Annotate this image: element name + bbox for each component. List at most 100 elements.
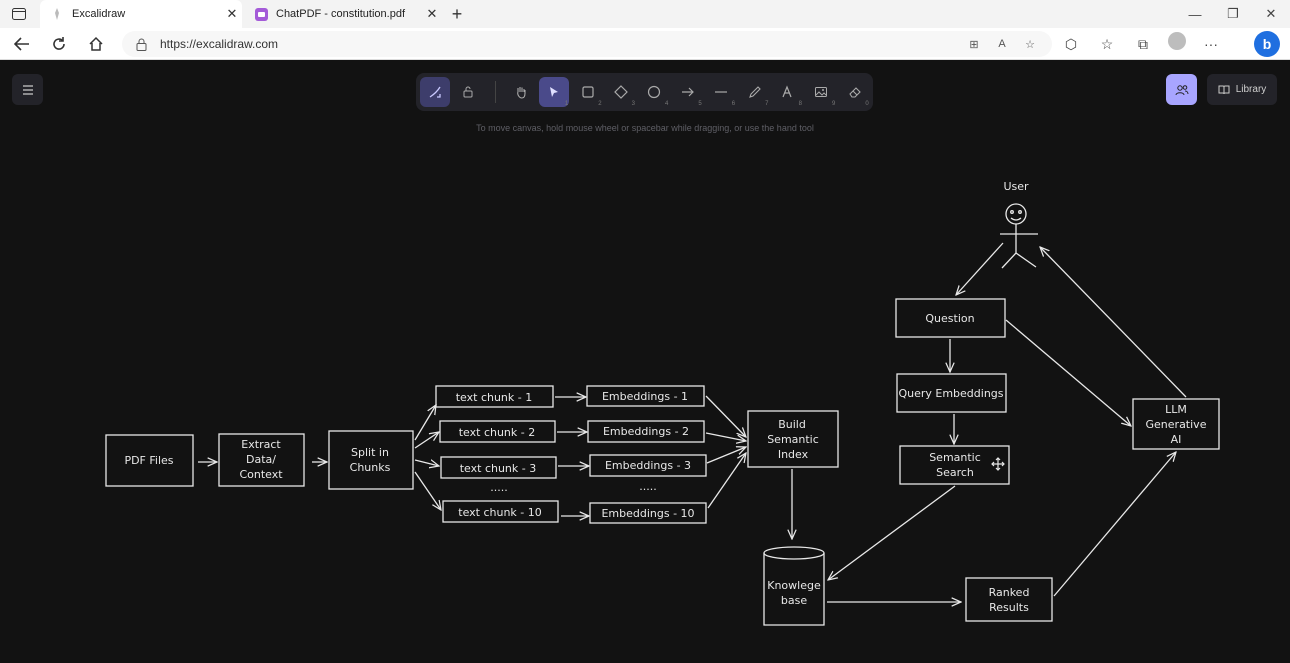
refresh-icon[interactable] [47, 32, 71, 56]
knowledge-label: base [781, 594, 807, 607]
pdf-files-label: PDF Files [124, 454, 173, 467]
question-box[interactable] [895, 298, 1006, 338]
tool-lock-icon[interactable] [420, 77, 450, 107]
ranked-label: Results [989, 601, 1029, 614]
extract-box[interactable] [218, 433, 305, 487]
apps-icon[interactable]: ⊞ [969, 38, 979, 51]
tool-key: 7 [765, 101, 769, 107]
knowledge-base-cylinder[interactable] [763, 546, 825, 626]
semantic-search-box[interactable] [899, 445, 1010, 485]
tab-excalidraw[interactable]: Excalidraw ✕ [40, 0, 242, 28]
minimize-icon[interactable]: — [1188, 6, 1202, 22]
address-bar: https://excalidraw.com ⊞ A ☆ ⬡ ☆ ⧉ ··· b [0, 28, 1290, 60]
chunk-1-box[interactable] [435, 385, 554, 408]
close-tab-icon[interactable]: ✕ [426, 6, 438, 21]
tab-chatpdf[interactable]: ChatPDF - constitution.pdf ✕ [244, 0, 442, 28]
llm-box[interactable] [1132, 398, 1220, 450]
index-label: Semantic [767, 433, 819, 446]
move-cursor-icon [991, 457, 1005, 471]
library-label: Library [1235, 84, 1267, 95]
maximize-icon[interactable]: ❐ [1227, 6, 1239, 21]
diagram[interactable]: PDF Files Extract Data/ Context Split in… [0, 60, 1290, 663]
library-button[interactable]: Library [1207, 74, 1277, 105]
llm-label: LLM [1165, 403, 1187, 416]
tool-line-icon[interactable]: 6 [706, 77, 736, 107]
add-favorite-icon[interactable]: ☆ [1025, 38, 1035, 51]
tool-hand-icon[interactable] [506, 77, 536, 107]
llm-label: AI [1171, 433, 1182, 446]
lock-icon[interactable] [136, 38, 150, 51]
split-label: Split in [351, 446, 389, 459]
tool-key: 4 [665, 101, 669, 107]
read-aloud-icon[interactable]: A [998, 38, 1006, 50]
user-label: User [1003, 180, 1029, 193]
omnibox-actions: ⊞ A ☆ [964, 35, 1040, 53]
chunk-10-box[interactable] [442, 500, 559, 523]
home-icon[interactable] [84, 32, 108, 56]
tool-image-icon[interactable]: 9 [806, 77, 836, 107]
chunk-label: text chunk - 10 [458, 506, 542, 519]
tool-draw-icon[interactable]: 7 [740, 77, 770, 107]
user-figure-icon[interactable] [1000, 203, 1038, 269]
url-bar[interactable]: https://excalidraw.com ⊞ A ☆ [122, 31, 1052, 57]
semantic-search-label: Semantic [929, 451, 981, 464]
tool-text-icon[interactable]: 8 [773, 77, 803, 107]
bing-copilot-icon[interactable]: b [1254, 31, 1280, 57]
browser-toolbar: ⬡ ☆ ⧉ ··· [1060, 32, 1222, 56]
index-label: Index [778, 448, 809, 461]
excalidraw-canvas[interactable]: 1 2 3 4 5 6 7 8 [0, 60, 1290, 663]
chatpdf-favicon-icon [254, 7, 268, 21]
excalidraw-favicon-icon [50, 7, 64, 21]
tool-keep-selected-icon[interactable] [453, 77, 483, 107]
tool-key: 2 [598, 101, 602, 107]
extract-label: Context [239, 468, 283, 481]
chunk-3-box[interactable] [440, 456, 557, 479]
favorites-icon[interactable]: ☆ [1100, 35, 1114, 52]
query-embeddings-box[interactable] [896, 373, 1007, 413]
collections-icon[interactable]: ⧉ [1138, 35, 1148, 52]
tool-diamond-icon[interactable]: 3 [606, 77, 636, 107]
chunk-label: text chunk - 3 [460, 462, 537, 475]
tool-key: 9 [831, 101, 836, 107]
tool-key: 6 [731, 101, 736, 107]
embedding-label: Embeddings - 1 [602, 390, 688, 403]
semantic-search-label: Search [936, 466, 974, 479]
extract-label: Data/ [246, 453, 276, 466]
chunk-label: text chunk - 1 [456, 391, 533, 404]
tab-title: Excalidraw [72, 8, 126, 20]
url-text: https://excalidraw.com [160, 37, 279, 51]
ranked-results-box[interactable] [965, 577, 1053, 622]
tool-ellipse-icon[interactable]: 4 [639, 77, 669, 107]
split-box[interactable] [328, 430, 414, 490]
index-box[interactable] [747, 410, 839, 468]
shapes-toolbar: 1 2 3 4 5 6 7 8 [416, 73, 873, 111]
main-menu-icon[interactable] [12, 74, 43, 105]
new-tab-icon[interactable]: + [451, 3, 463, 24]
embedding-label: Embeddings - 3 [605, 459, 691, 472]
toolbar-divider [494, 81, 496, 103]
tool-eraser-icon[interactable]: 0 [840, 77, 870, 107]
knowledge-label: Knowlege [767, 579, 821, 592]
query-embeddings-label: Query Embeddings [898, 387, 1003, 400]
split-label: Chunks [350, 461, 391, 474]
tab-actions-icon[interactable] [6, 4, 32, 24]
ranked-label: Ranked [989, 586, 1030, 599]
tool-arrow-icon[interactable]: 5 [673, 77, 703, 107]
window-close-icon[interactable]: ✕ [1265, 6, 1277, 21]
extract-label: Extract [241, 438, 281, 451]
pdf-files-box[interactable] [105, 434, 194, 487]
flow-arrows [198, 242, 1187, 602]
index-label: Build [778, 418, 806, 431]
profile-avatar[interactable] [1168, 32, 1186, 50]
question-label: Question [925, 312, 974, 325]
llm-label: Generative [1146, 418, 1207, 431]
close-tab-icon[interactable]: ✕ [226, 6, 238, 21]
extensions-icon[interactable]: ⬡ [1064, 35, 1078, 52]
tool-key: 1 [564, 101, 569, 107]
back-icon[interactable] [10, 32, 34, 56]
more-icon[interactable]: ··· [1204, 36, 1218, 52]
tool-selection-icon[interactable]: 1 [539, 77, 570, 107]
tool-rectangle-icon[interactable]: 2 [573, 77, 603, 107]
collaborate-icon[interactable] [1166, 74, 1197, 105]
embedding-ellipsis: ..... [639, 480, 656, 493]
